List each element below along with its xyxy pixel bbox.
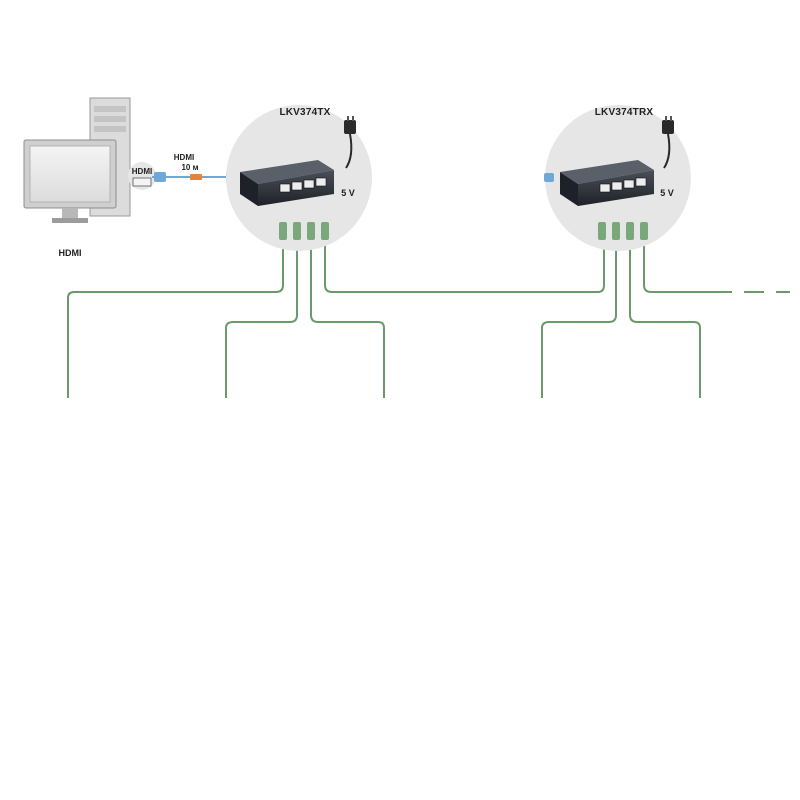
source-cable-label: HDMI — [174, 153, 194, 162]
transmitter-model: LKV374TX — [279, 107, 330, 118]
repeater-model: LKV374TRX — [595, 107, 654, 118]
rj45-plugs — [279, 222, 329, 240]
source-computer: HDMI HDMI — [23, 97, 156, 258]
source-port-label: HDMI — [132, 167, 152, 176]
power-adapter-icon — [344, 116, 356, 169]
transmitter: LKV374TX 5 V — [226, 105, 372, 251]
transmitter-power: 5 V — [341, 188, 355, 198]
repeater: LKV374TRX 5 V — [544, 105, 691, 251]
source-cable-length: 10 м — [181, 163, 198, 172]
source-label: HDMI — [59, 248, 82, 258]
rj45-plugs — [598, 222, 648, 240]
rj45-ports — [279, 177, 327, 193]
repeater-power: 5 V — [660, 188, 674, 198]
power-adapter-icon — [662, 116, 674, 169]
source-hdmi-cable: HDMI 10 м — [152, 153, 238, 182]
rj45-ports — [599, 177, 647, 193]
network-cables — [67, 238, 790, 398]
